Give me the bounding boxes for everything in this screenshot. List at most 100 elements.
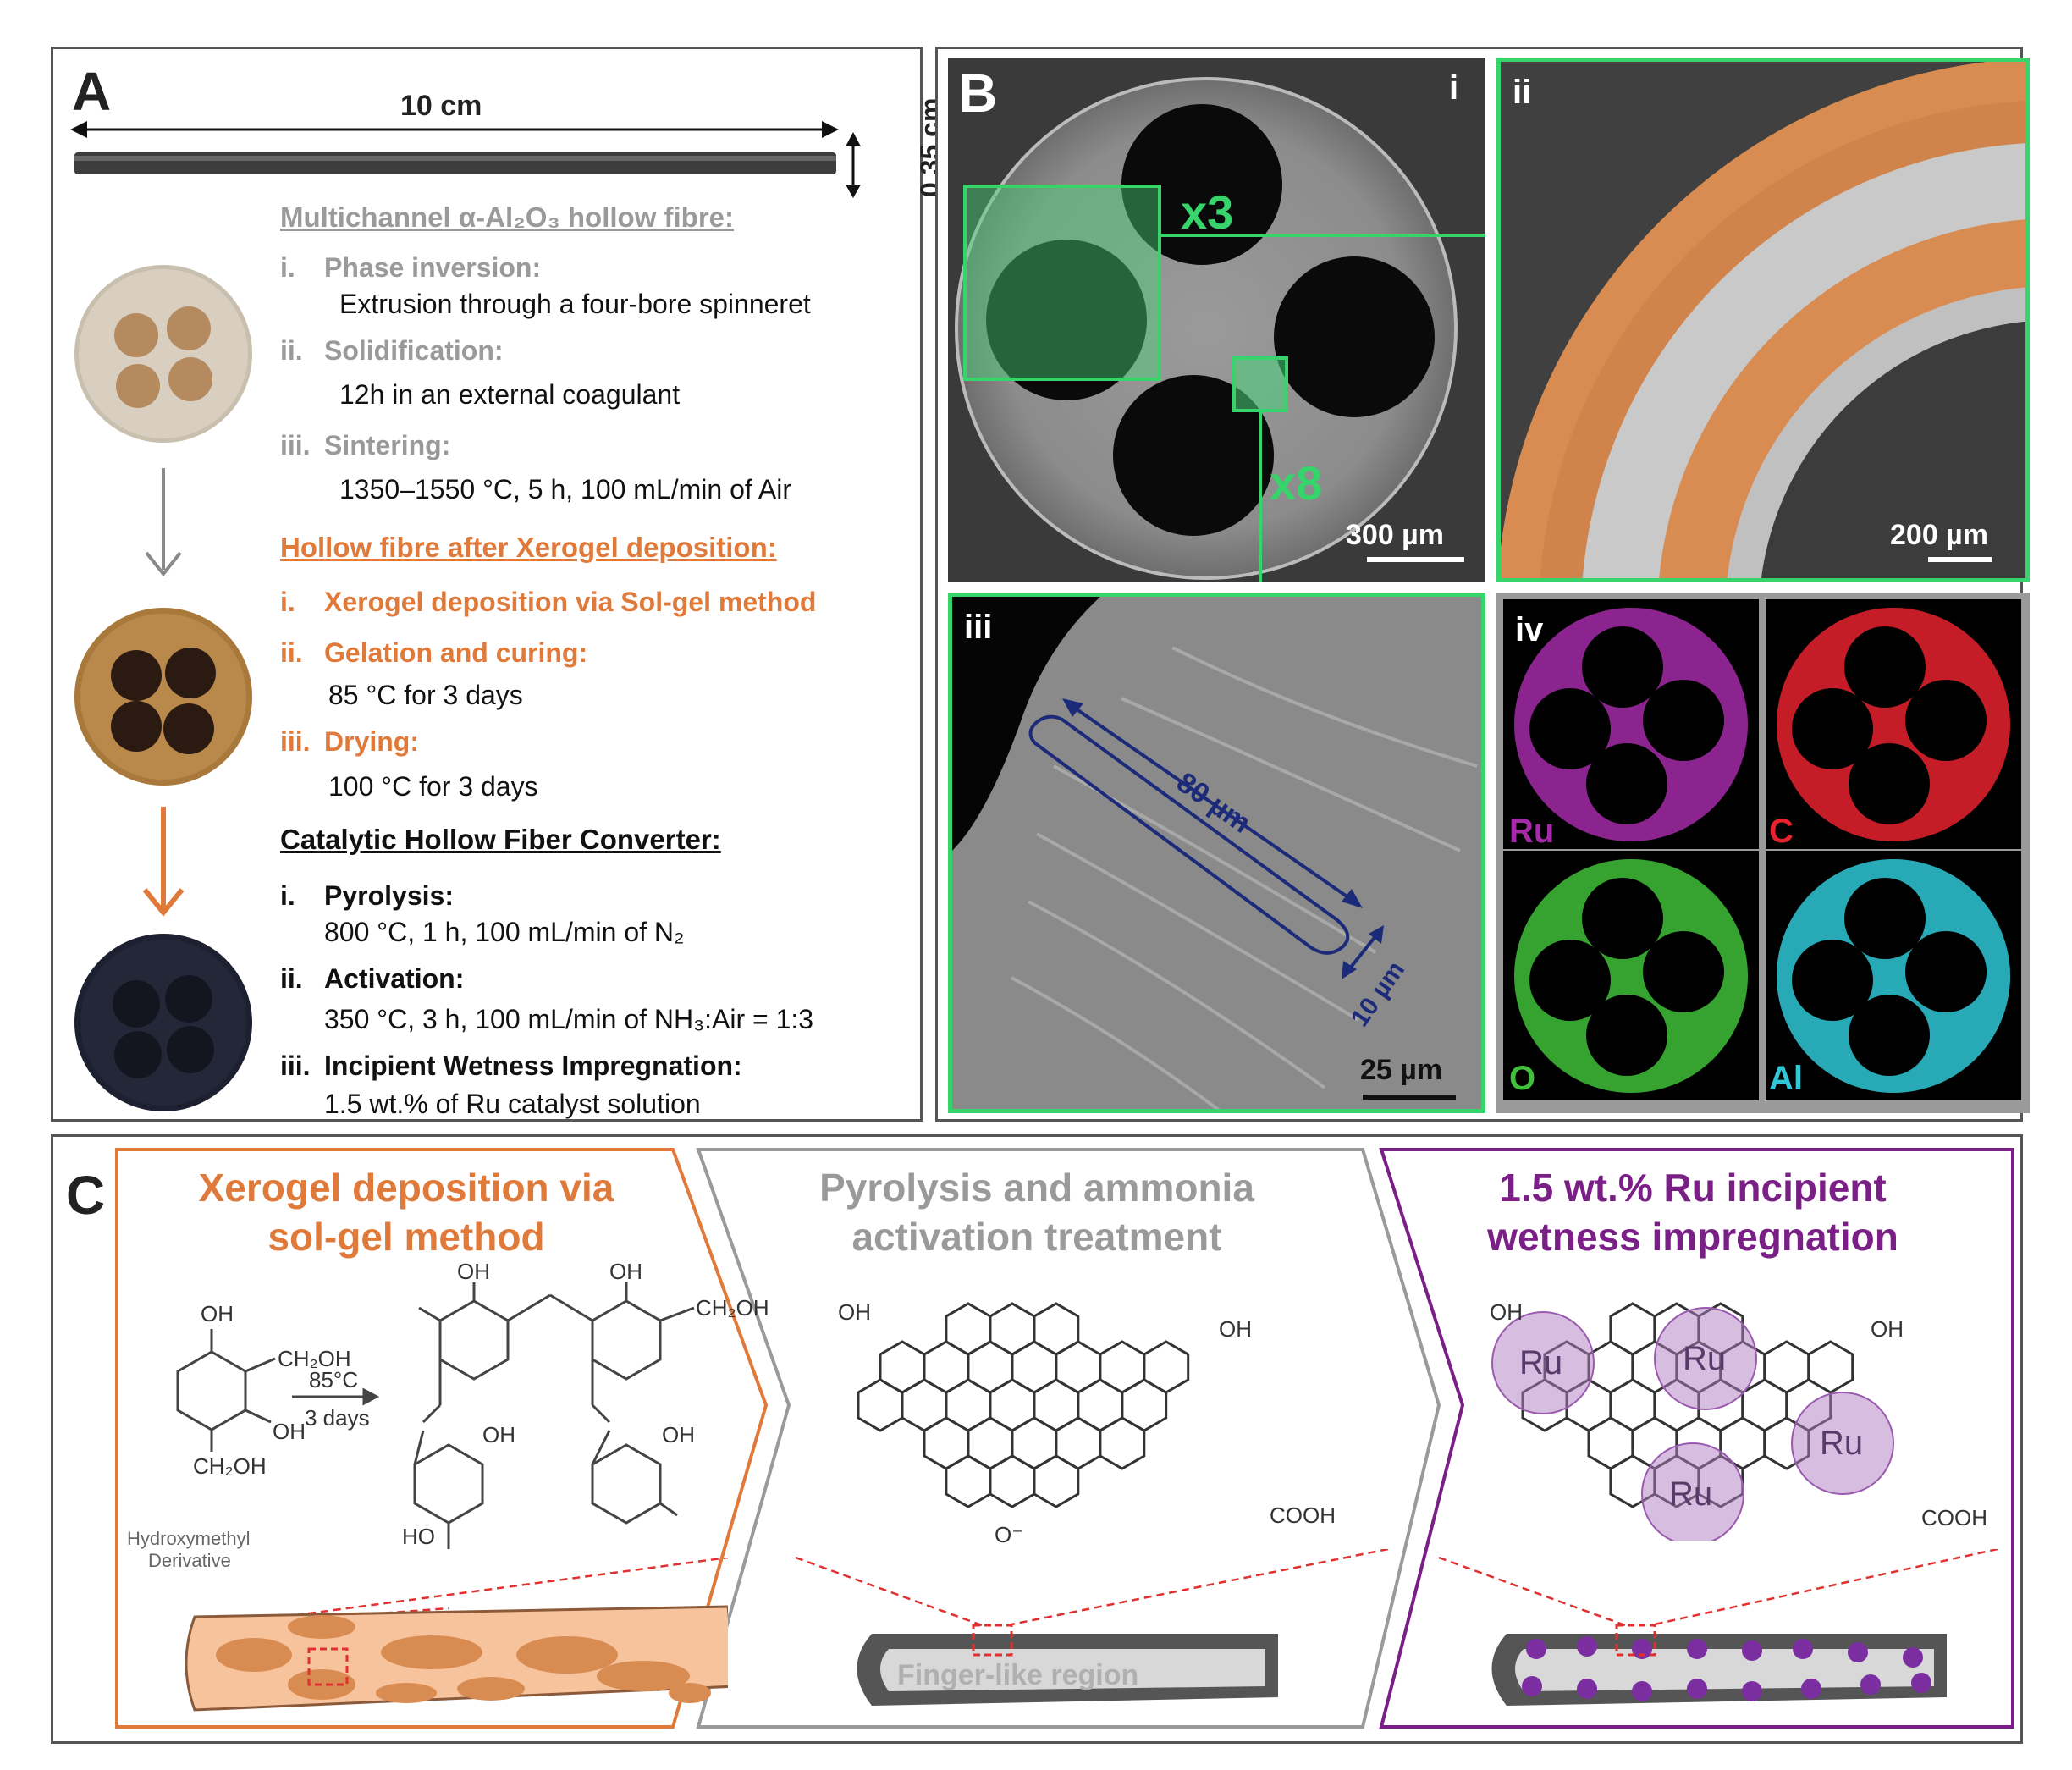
fibre-photo-carbonised [74, 934, 252, 1111]
edx-map-channel [1905, 680, 1987, 761]
section2-step3-label: iii.Drying: [280, 726, 419, 757]
product-oh-2: OH [609, 1259, 642, 1284]
xerogel-fibre-schematic [185, 1558, 728, 1712]
edx-map-channel [1849, 995, 1930, 1076]
ru-particle-3: Ru [1820, 1425, 1864, 1462]
panel-c-letter: C [66, 1165, 106, 1226]
product-oh-3: OH [482, 1422, 515, 1447]
section2-step1-label: i.Xerogel deposition via Sol-gel method [280, 587, 817, 617]
reactant-oh-right: OH [273, 1419, 306, 1444]
section3-step3-detail: 1.5 wt.% of Ru catalyst solution [324, 1089, 701, 1119]
section1-step1-label: i.Phase inversion: [280, 252, 542, 283]
edx-map-channel [1582, 878, 1663, 959]
finger-like-region-label: Finger-like region [897, 1659, 1139, 1691]
numeral-i: i [1449, 69, 1459, 107]
section2-step3-detail: 100 °C for 3 days [328, 771, 538, 802]
section1-step1-detail: Extrusion through a four-bore spinneret [339, 289, 811, 319]
edx-map-channel [1844, 626, 1926, 708]
carbon-ring [857, 1378, 904, 1432]
down-arrow-gray [145, 468, 182, 577]
section2-step2-label: ii.Gelation and curing: [280, 637, 588, 668]
product-oh-4: OH [662, 1422, 695, 1447]
numeral-ii: ii [1513, 74, 1532, 111]
panel-a-letter: A [72, 61, 112, 122]
edx-map-channel [1844, 878, 1926, 959]
section3-step2-label: ii.Activation: [280, 963, 465, 994]
ru-carbon-oh-right: OH [1871, 1316, 1904, 1342]
edx-map-channel [1529, 688, 1611, 769]
section3-step1-detail: 800 °C, 1 h, 100 mL/min of N₂ [324, 917, 685, 947]
edx-map-channel [1529, 940, 1611, 1021]
ru-carbon-oh-left: OH [1490, 1299, 1523, 1325]
carbon-ring [989, 1454, 1036, 1508]
carbon-ring [1033, 1454, 1080, 1508]
numeral-iv: iv [1515, 611, 1544, 648]
process-chevrons [115, 1148, 2014, 1729]
edx-map-disc [1777, 859, 2010, 1093]
section3-step3-label: iii.Incipient Wetness Impregnation: [280, 1050, 742, 1081]
section1-step2-detail: 12h in an external coagulant [339, 379, 681, 410]
numeral-iii: iii [964, 609, 993, 646]
reaction-time: 3 days [305, 1405, 370, 1431]
section3-step1-label: i.Pyrolysis: [280, 880, 454, 911]
scale-bar-iii: 25 µm [1360, 1054, 1443, 1086]
section2-title: Hollow fibre after Xerogel deposition: [280, 532, 777, 563]
zoom-label-x3: x3 [1181, 185, 1234, 239]
zoom-label-x8: x8 [1270, 456, 1323, 510]
reaction-temperature: 85°C [309, 1367, 359, 1392]
panel-b-letter: B [958, 63, 998, 124]
carbonised-fibre-schematic [796, 1549, 1389, 1706]
fibre-dimension-arrows [70, 121, 861, 198]
edx-map-disc [1514, 859, 1748, 1093]
edx-map-channel [1849, 743, 1930, 824]
edx-map-channel [1792, 940, 1873, 1021]
edx-map-channel [1792, 688, 1873, 769]
section1-step2-label: ii.Solidification: [280, 335, 504, 366]
panel-a: A 10 cm 0.35 cm [51, 47, 945, 1122]
edx-label-ru: Ru [1509, 813, 1555, 850]
carbon-cooh: COOH [1270, 1503, 1336, 1528]
fibre-length-label: 10 cm [400, 90, 482, 122]
section1-title: Multichannel α-Al₂O₃ hollow fibre: [280, 201, 735, 233]
sem-finger-iii: iii 80 µm 10 µm 25 µm [948, 593, 1485, 1113]
edx-map-channel [1586, 743, 1667, 824]
edx-label-al: Al [1769, 1060, 1803, 1097]
edx-map-channel [1582, 626, 1663, 708]
ru-fibre-schematic [1439, 1549, 1998, 1706]
scale-bar-i: 300 µm [1346, 519, 1444, 551]
ru-carbon-cooh: COOH [1921, 1505, 1987, 1530]
edx-label-o: O [1509, 1060, 1536, 1097]
product-ho: HO [402, 1524, 435, 1549]
section3-title: Catalytic Hollow Fiber Converter: [280, 824, 721, 855]
resorcinol-reaction-scheme [176, 1282, 695, 1549]
fibre-photo-raw [74, 265, 252, 443]
edx-map-disc [1514, 608, 1748, 841]
carbon-ring [945, 1454, 992, 1508]
carbon-n-oxide: O⁻ [995, 1522, 1023, 1547]
section3-step2-detail: 350 °C, 3 h, 100 mL/min of NH₃:Air = 1:3 [324, 1004, 814, 1034]
reactant-ch2oh-bottom: CH₂OH [193, 1453, 267, 1479]
ru-particle-4: Ru [1669, 1475, 1713, 1513]
carbon-oh-left: OH [838, 1299, 871, 1325]
reactant-oh-top: OH [201, 1301, 234, 1326]
edx-maps-iv: iv Ru C O Al [1496, 593, 2030, 1113]
ru-particle-1: Ru [1519, 1344, 1563, 1381]
edx-map-disc [1777, 608, 2010, 841]
n-doped-carbon-structure [857, 1302, 1190, 1508]
scale-bar-ii: 200 µm [1890, 519, 1988, 551]
edx-map-channel [1643, 680, 1724, 761]
sem-wall-ii: ii 200 µm [1496, 58, 2030, 582]
down-arrow-orange [142, 807, 185, 917]
section1-step3-detail: 1350–1550 °C, 5 h, 100 mL/min of Air [339, 474, 792, 505]
ru-particle-2: Ru [1683, 1340, 1727, 1377]
section2-step2-detail: 85 °C for 3 days [328, 680, 523, 710]
fibre-photo-xerogel [74, 608, 252, 786]
product-ch2oh: CH₂OH [696, 1295, 769, 1321]
carbon-oh-right: OH [1219, 1316, 1252, 1342]
edx-map-channel [1905, 931, 1987, 1012]
section1-step3-label: iii.Sintering: [280, 430, 451, 460]
